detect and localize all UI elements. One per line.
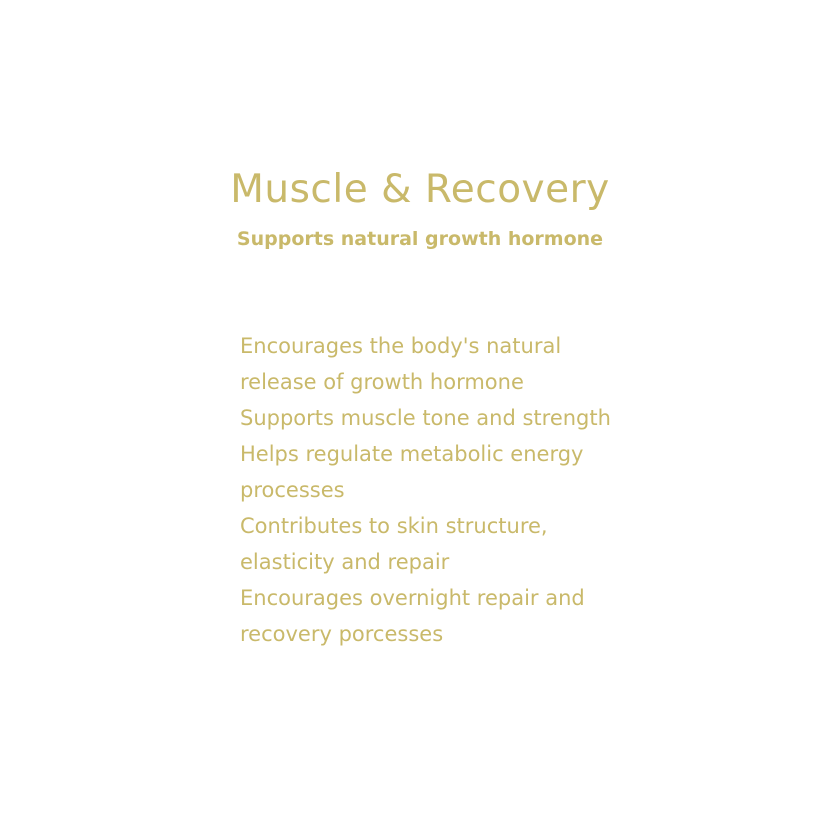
benefit-item: Supports muscle tone and strength xyxy=(240,406,611,430)
page-title: Muscle & Recovery xyxy=(230,167,610,212)
benefit-item: Encourages overnight repair and recovery… xyxy=(240,586,585,646)
page-subtitle: Supports natural growth hormone xyxy=(236,228,604,250)
benefit-item: Contributes to skin structure, elasticit… xyxy=(240,514,548,574)
benefits-list: Encourages the body's natural release of… xyxy=(240,328,620,652)
benefit-item: Encourages the body's natural release of… xyxy=(240,334,562,394)
benefit-item: Helps regulate metabolic energy processe… xyxy=(240,442,584,502)
